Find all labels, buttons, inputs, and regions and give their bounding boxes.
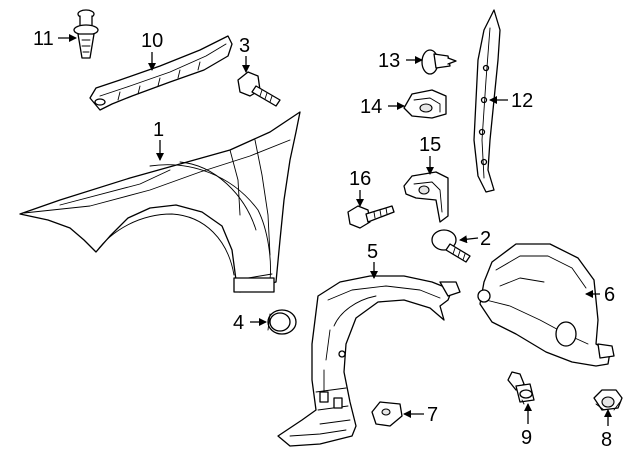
callout-4: 4 <box>233 312 244 334</box>
callout-12: 12 <box>511 90 533 112</box>
part-fender <box>19 111 301 293</box>
callout-16: 16 <box>349 168 371 190</box>
callout-1: 1 <box>153 119 164 141</box>
part-rear-liner <box>477 243 615 367</box>
callout-6: 6 <box>604 284 615 306</box>
callout-15: 15 <box>419 134 441 156</box>
part-rivet <box>507 371 535 405</box>
callout-13: 13 <box>378 50 400 72</box>
part-screw <box>431 229 471 263</box>
callout-10: 10 <box>141 30 163 52</box>
part-push-pin <box>421 49 457 75</box>
callout-14: 14 <box>360 96 382 118</box>
callout-3: 3 <box>239 35 250 57</box>
part-bracket-rail <box>89 35 233 111</box>
part-bolt-upper <box>237 71 281 107</box>
part-front-wheel-liner <box>277 275 461 447</box>
part-bolt-middle <box>347 205 395 229</box>
callout-7: 7 <box>427 404 438 426</box>
callout-labels: 1 2 3 4 5 6 7 8 9 10 11 12 13 14 15 16 <box>33 28 615 451</box>
part-vertical-bracket <box>473 9 501 193</box>
part-bracket-lower <box>403 171 449 223</box>
callout-8: 8 <box>601 429 612 451</box>
callout-11: 11 <box>33 28 54 50</box>
leader-2 <box>459 235 479 244</box>
part-nut <box>593 389 623 411</box>
callout-9: 9 <box>521 427 532 449</box>
callout-5: 5 <box>367 241 378 263</box>
part-grommet <box>267 309 297 335</box>
part-push-clip <box>73 9 99 59</box>
part-small-clip <box>371 401 403 427</box>
leader-lines <box>58 34 612 426</box>
part-clip-bracket <box>403 89 447 119</box>
callout-2: 2 <box>480 228 491 250</box>
